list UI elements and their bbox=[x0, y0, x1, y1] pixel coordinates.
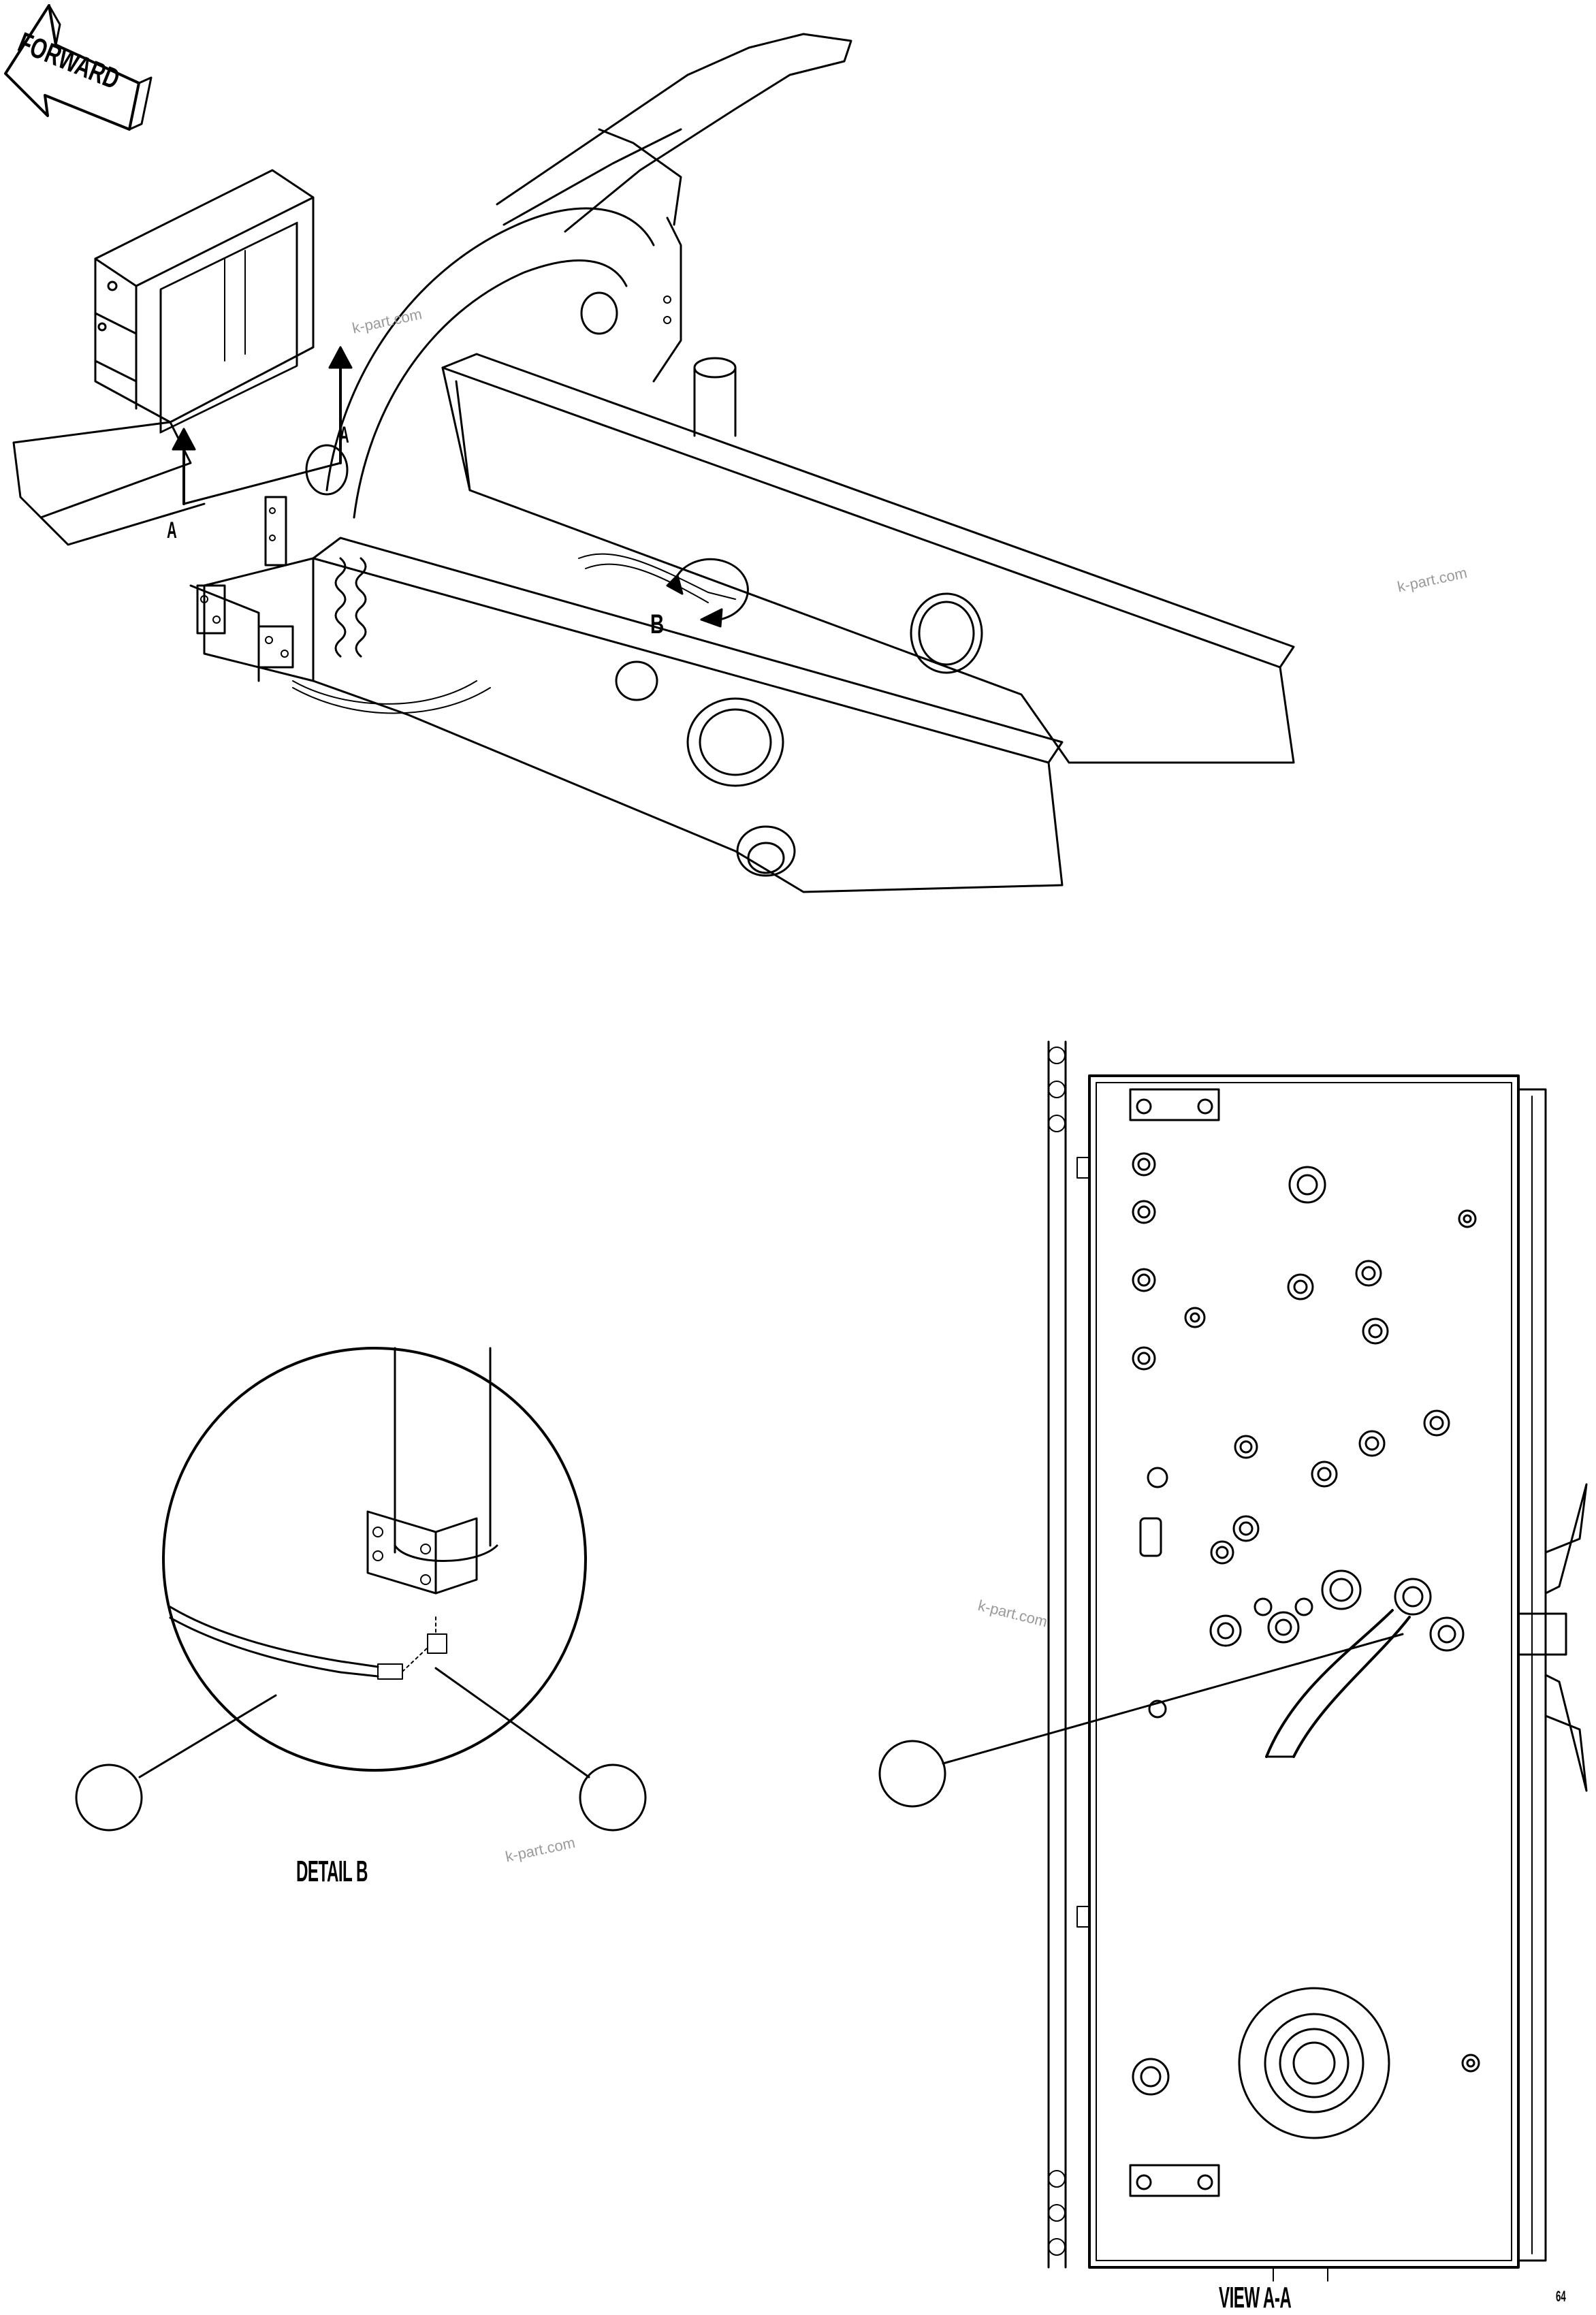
callout-detail-b-fitting bbox=[579, 1763, 647, 1832]
view-a-label-left: A bbox=[167, 517, 177, 543]
view-aa-caption: VIEW A-A bbox=[1219, 2281, 1292, 2314]
control-box bbox=[94, 169, 315, 434]
detail-b-marker-label: B bbox=[650, 609, 665, 639]
detail-b-view bbox=[75, 1347, 647, 1832]
view-arrow-icon bbox=[172, 346, 353, 505]
detail-b-caption: DETAIL B bbox=[296, 1855, 368, 1888]
forward-arrow-icon bbox=[4, 4, 153, 131]
sheet-number: 64 bbox=[1556, 2288, 1566, 2305]
view-a-label-right: A bbox=[339, 422, 349, 448]
callout-view-aa-hose bbox=[878, 1740, 946, 1808]
machine-frame-assembly bbox=[12, 33, 1295, 893]
rotation-arrow-icon bbox=[666, 558, 749, 628]
callout-detail-b-hose bbox=[75, 1763, 143, 1832]
view-aa-panel bbox=[878, 1040, 1588, 2282]
